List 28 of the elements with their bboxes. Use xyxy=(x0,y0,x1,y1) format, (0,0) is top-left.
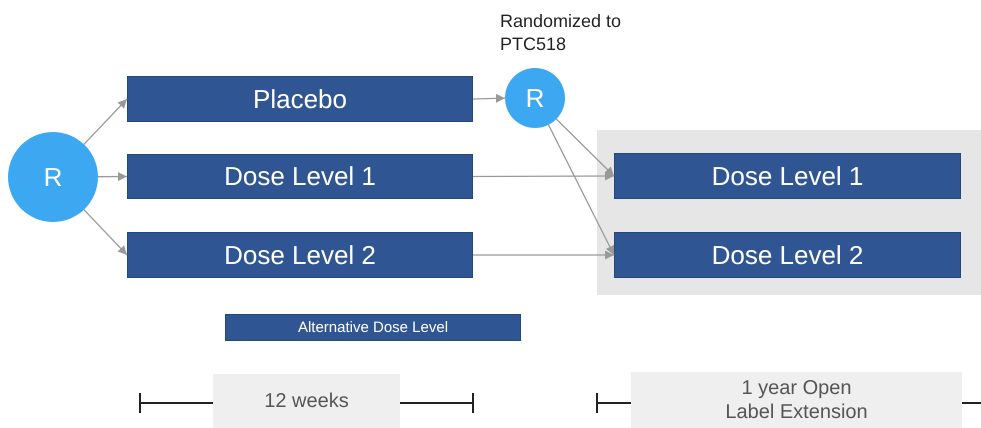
arrow xyxy=(473,250,614,260)
arm-box xyxy=(127,232,473,278)
period-box xyxy=(631,372,962,428)
node-label: Alternative Dose Level xyxy=(298,319,448,336)
arm-box xyxy=(127,76,473,122)
arrow xyxy=(98,172,127,182)
period-box xyxy=(213,374,400,428)
node-label: Dose Level 2 xyxy=(712,240,864,270)
arm-box xyxy=(614,153,961,199)
arrow xyxy=(548,124,615,256)
arrow xyxy=(84,98,128,145)
arrow xyxy=(556,118,614,176)
node-label: Dose Level 2 xyxy=(224,240,376,270)
node-label: R xyxy=(526,82,544,114)
arrow xyxy=(84,209,128,256)
extension-panel xyxy=(597,130,981,295)
node-label: Dose Level 1 xyxy=(712,160,864,192)
node-label: R xyxy=(44,162,62,192)
arrow xyxy=(472,94,506,103)
arm-box xyxy=(127,154,473,199)
arrow xyxy=(473,171,614,181)
arm-box xyxy=(614,232,961,278)
node-label: 12 weeks xyxy=(264,389,349,413)
node-label: Placebo xyxy=(253,84,347,114)
node-label: Dose Level 1 xyxy=(224,161,376,192)
arm-box xyxy=(225,314,521,341)
node-label: 1 year Open Label Extension xyxy=(724,376,869,424)
annotation-text: Randomized to PTC518 xyxy=(500,10,622,56)
